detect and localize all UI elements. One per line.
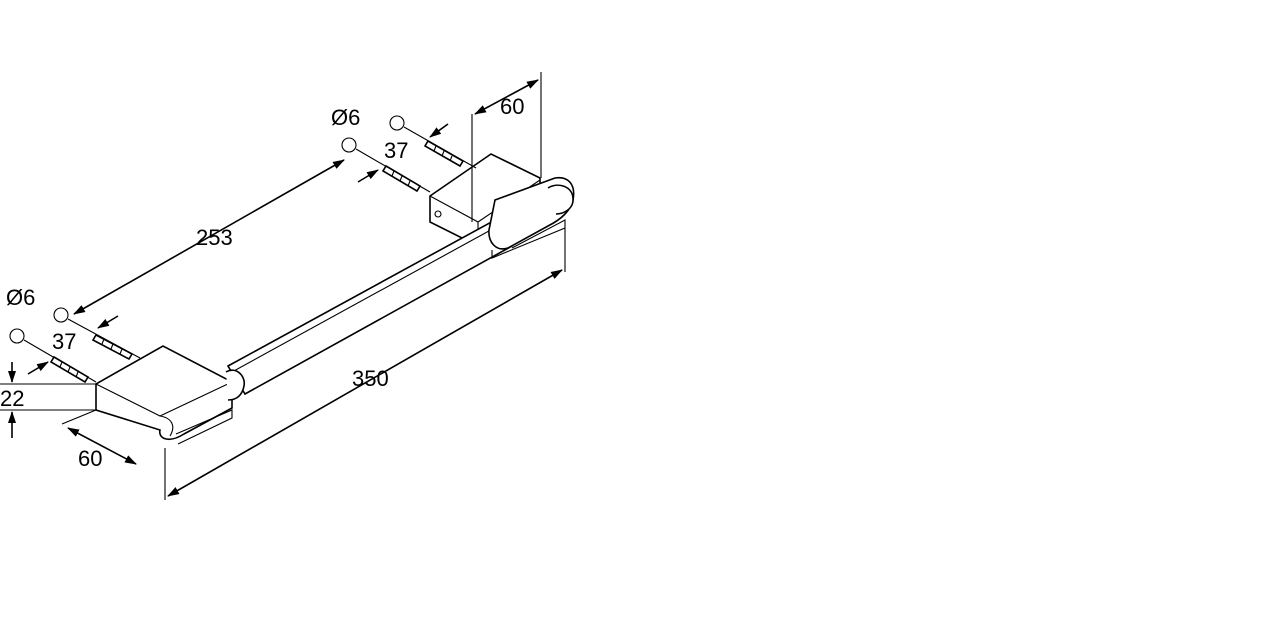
- dimension-label-depth-left: 60: [78, 446, 102, 471]
- dimension-label-center-distance: 253: [196, 225, 233, 250]
- dimension-labels: 350 253 60 60 22 37 37 Ø6 Ø6: [0, 94, 524, 471]
- wall-anchors: [9, 115, 477, 384]
- anchor-left-upper: [53, 307, 141, 361]
- dimension-label-hole-diameter-right: Ø6: [331, 105, 360, 130]
- dimension-arrow-37-right-b: [357, 169, 379, 183]
- extension-line-60-left: [61, 409, 97, 425]
- dimension-label-height: 22: [0, 386, 24, 411]
- anchor-left-lower: [9, 328, 97, 384]
- right-end-cap: [488, 176, 575, 259]
- dimension-line-60-right: [474, 79, 539, 115]
- dimension-label-depth-right: 60: [500, 94, 524, 119]
- anchor-right-upper: [389, 115, 477, 169]
- dimension-line-350: [167, 269, 563, 497]
- dimension-label-anchor-length-left: 37: [52, 329, 76, 354]
- dimension-label-hole-diameter-left: Ø6: [6, 285, 35, 310]
- left-end-block: [95, 345, 246, 445]
- dimension-arrow-37-right-a: [429, 123, 449, 138]
- dimension-line-60-left: [67, 427, 137, 465]
- dimension-arrow-37-left-b: [27, 361, 49, 375]
- dimension-line-253: [73, 159, 345, 315]
- dimension-label-overall-length: 350: [352, 366, 389, 391]
- dimension-arrow-37-left-a: [97, 315, 119, 329]
- dimension-lines: [0, 72, 566, 500]
- dimension-label-anchor-length-right: 37: [384, 138, 408, 163]
- anchor-right-lower: [341, 137, 431, 193]
